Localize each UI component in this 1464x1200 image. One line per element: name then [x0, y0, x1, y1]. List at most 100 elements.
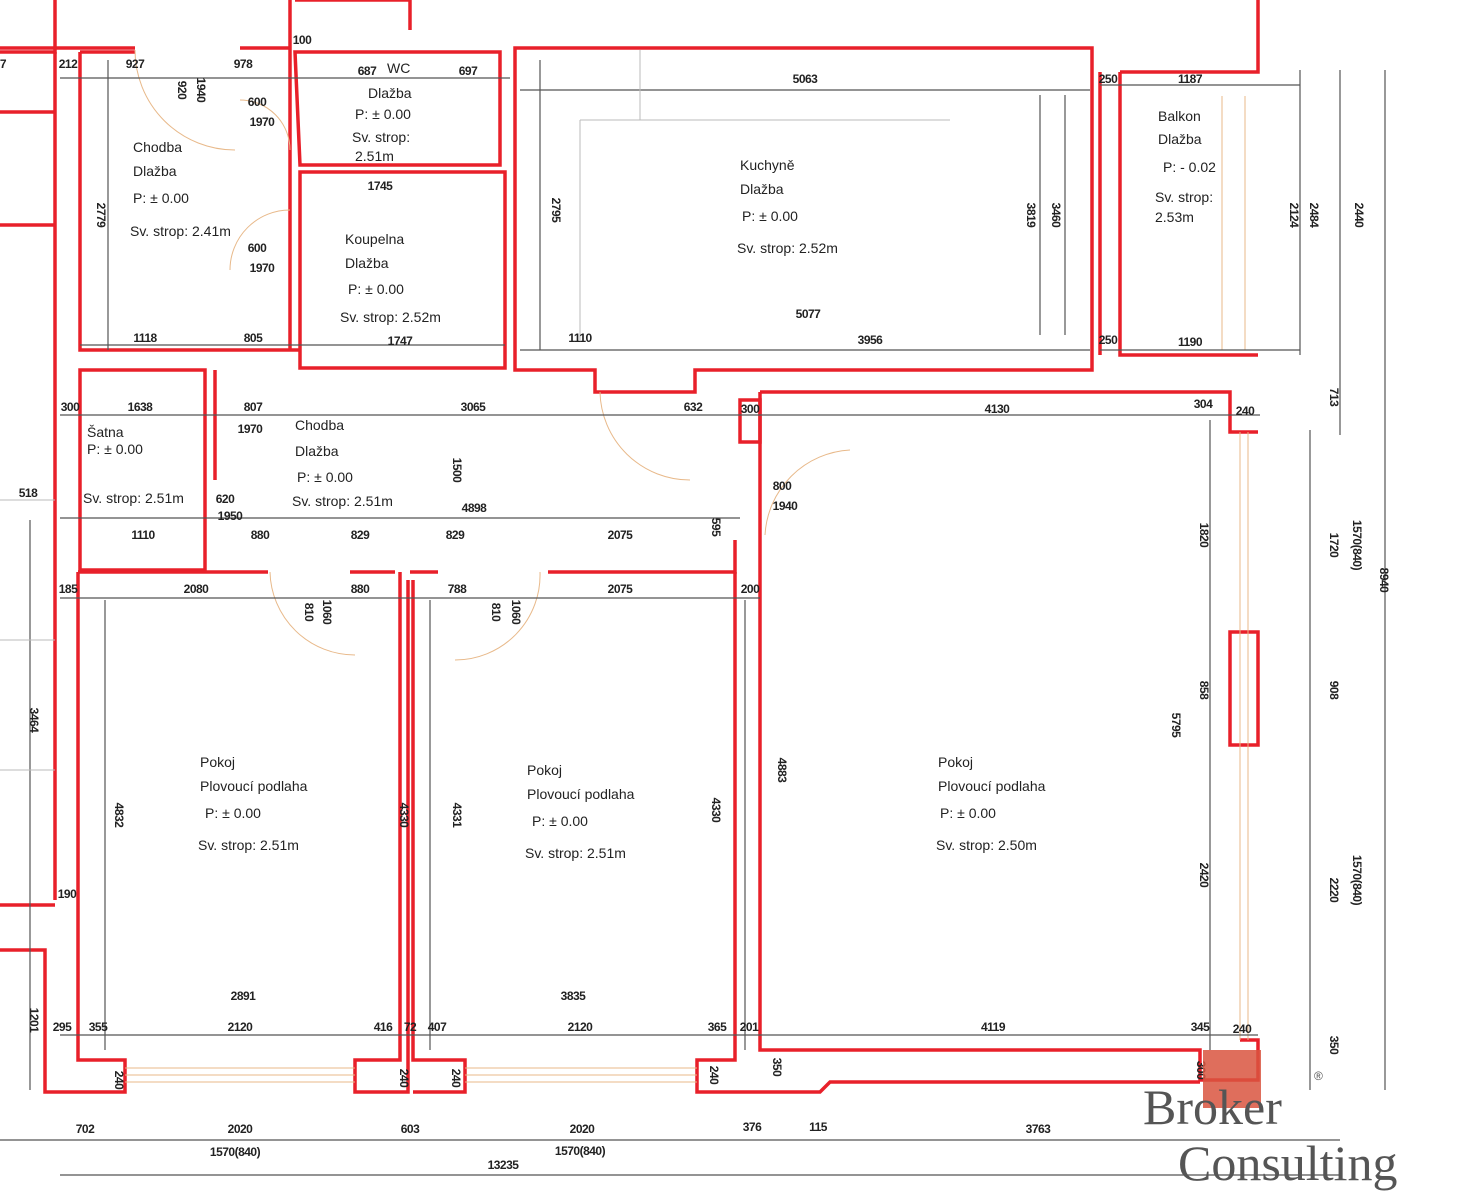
room-chodba-top-name: Chodba: [133, 139, 182, 155]
walls: [0, 0, 1260, 1094]
dimension-label: 240: [707, 1066, 721, 1085]
dimension-label: 788: [448, 582, 467, 596]
dimension-label: 600: [248, 241, 267, 255]
dimension-label: 807: [244, 400, 263, 414]
dimension-label: 978: [234, 57, 253, 71]
dimension-label: 1190: [1178, 335, 1203, 349]
dimension-label: 240: [1233, 1022, 1252, 1036]
dimension-label: 3065: [461, 400, 487, 414]
dimension-label: 2891: [231, 989, 257, 1003]
dimension-label: 800: [773, 479, 792, 493]
dimension-label: 1500: [450, 458, 464, 484]
dimension-label: 250: [1099, 333, 1118, 347]
dimension-label: 416: [374, 1020, 393, 1034]
dimension-label: 3956: [858, 333, 884, 347]
dimension-label: 4883: [775, 758, 789, 784]
dimension-label: 2440: [1352, 203, 1366, 229]
dimension-label: 8940: [1377, 568, 1391, 594]
dimension-label: 115: [809, 1120, 828, 1134]
dimension-label: 1201: [27, 1008, 41, 1034]
dimension-label: 713: [1327, 388, 1341, 407]
dimension-label: 1110: [131, 528, 155, 542]
dimension-label: 350: [1327, 1036, 1341, 1055]
dimension-label: 2020: [228, 1122, 254, 1136]
dimension-label: 355: [89, 1020, 108, 1034]
dimension-label: 2020: [570, 1122, 596, 1136]
dimension-label: 2075: [608, 582, 634, 596]
room-chodba-mid-level: P: ± 0.00: [297, 469, 353, 485]
dimension-label: 190: [58, 887, 77, 901]
dimension-label: 3464: [27, 708, 41, 734]
dimension-label: 212: [59, 57, 78, 71]
dimension-label: 595: [709, 518, 723, 537]
dimension-label: 1950: [218, 509, 244, 523]
room-pokoj2-ceiling: Sv. strop: 2.51m: [525, 845, 626, 861]
room-koupelna-floor: Dlažba: [345, 255, 389, 271]
room-wc-ceiling-label: Sv. strop:: [352, 129, 410, 145]
logo-registered: ®: [1314, 1069, 1323, 1083]
room-balkon-ceiling-value: 2.53m: [1155, 209, 1194, 225]
room-koupelna-ceiling: Sv. strop: 2.52m: [340, 309, 441, 325]
dimension-label: 5795: [1169, 713, 1183, 739]
dimension-label: 1970: [250, 261, 276, 275]
room-chodba-top-floor: Dlažba: [133, 163, 177, 179]
room-kuchyne-ceiling: Sv. strop: 2.52m: [737, 240, 838, 256]
dimension-label: 200: [741, 582, 760, 596]
door-swings: [134, 49, 851, 661]
dimension-label: 350: [770, 1058, 784, 1077]
dimension-label: 2080: [184, 582, 210, 596]
logo-line1: Broker: [1143, 1079, 1282, 1135]
room-pokoj1-level: P: ± 0.00: [205, 805, 261, 821]
dimension-label: 407: [428, 1020, 447, 1034]
dimension-label: 295: [53, 1020, 72, 1034]
dimension-label: 4130: [985, 402, 1011, 416]
dimension-label: 1745: [368, 179, 394, 193]
room-pokoj1-ceiling: Sv. strop: 2.51m: [198, 837, 299, 853]
dimension-label: 632: [684, 400, 703, 414]
room-chodba-top-level: P: ± 0.00: [133, 190, 189, 206]
dimension-label: 4330: [709, 798, 723, 824]
dimension-label: 345: [1191, 1020, 1210, 1034]
dimension-label: 4119: [981, 1020, 1006, 1034]
dimension-label: 365: [708, 1020, 727, 1034]
broker-consulting-logo: Broker Consulting ®: [1143, 1050, 1397, 1191]
dimension-label: 4898: [462, 501, 488, 515]
dimension-label: 927: [126, 57, 145, 71]
room-kuchyne-floor: Dlažba: [740, 181, 784, 197]
room-koupelna-level: P: ± 0.00: [348, 281, 404, 297]
dimension-label: 3835: [561, 989, 587, 1003]
dimension-label: 250: [1099, 72, 1118, 86]
dimension-label: 2120: [568, 1020, 594, 1034]
dimension-label: 805: [244, 331, 263, 345]
room-chodba-mid-floor: Dlažba: [295, 443, 339, 459]
dimension-label: 1638: [128, 400, 154, 414]
room-satna-level: P: ± 0.00: [87, 441, 143, 457]
dimension-label: 858: [1197, 681, 1211, 700]
dimension-label: 1720: [1327, 533, 1341, 559]
dimension-label: 1570(840): [1350, 855, 1364, 906]
dimension-label: 1747: [388, 334, 414, 348]
dimension-label: 4331: [450, 803, 464, 829]
room-satna-ceiling: Sv. strop: 2.51m: [83, 490, 184, 506]
dimension-label: 5063: [793, 72, 819, 86]
dimension-label: 3460: [1049, 203, 1063, 229]
dimension-label: 376: [743, 1120, 762, 1134]
dimension-label: 72: [404, 1020, 417, 1034]
dimension-label: 5077: [796, 307, 822, 321]
dimension-lines: [0, 50, 1386, 1176]
dimension-label: 4330: [397, 803, 411, 829]
room-wc-floor: Dlažba: [368, 85, 412, 101]
dimension-label: 240: [112, 1071, 126, 1090]
room-satna-name: Šatna: [87, 424, 124, 440]
room-labels: Chodba Dlažba P: ± 0.00 Sv. strop: 2.41m…: [83, 60, 1216, 861]
dimension-label: 880: [251, 528, 270, 542]
dimension-label: 7: [0, 57, 7, 71]
room-pokoj3-ceiling: Sv. strop: 2.50m: [936, 837, 1037, 853]
dimension-label: 1570(840): [210, 1145, 261, 1159]
dimension-label: 304: [1194, 397, 1213, 411]
room-pokoj1-floor: Plovoucí podlaha: [200, 778, 308, 794]
room-balkon-name: Balkon: [1158, 108, 1201, 124]
dimension-label: 1110: [568, 331, 592, 345]
